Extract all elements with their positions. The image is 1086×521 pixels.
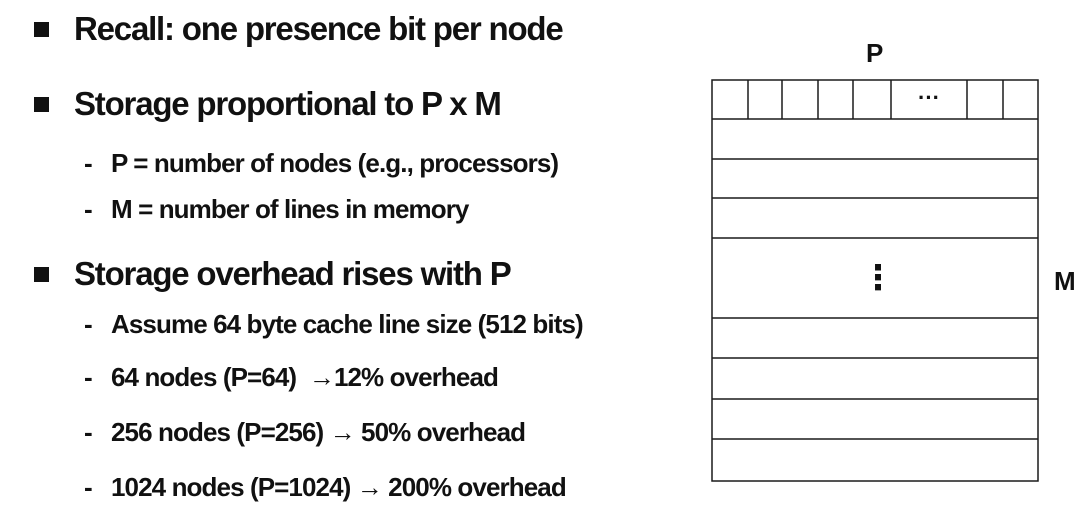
bullet-text: Storage proportional to P x M bbox=[74, 85, 502, 122]
sub-bullet-256-nodes: - 256 nodes (P=256) → 50% overhead bbox=[84, 417, 526, 448]
sub-bullet-text: Assume 64 byte cache line size (512 bits… bbox=[111, 309, 584, 339]
diagram-p-label: P bbox=[866, 38, 884, 68]
dash-marker: - bbox=[84, 194, 93, 224]
sub-bullet-p-definition: - P = number of nodes (e.g., processors) bbox=[84, 148, 559, 179]
sub-bullet-cache-line-size: - Assume 64 byte cache line size (512 bi… bbox=[84, 309, 584, 340]
sub-bullet-text: 256 nodes (P=256) → 50% overhead bbox=[111, 417, 526, 447]
dash-marker: - bbox=[84, 472, 93, 502]
bullet-storage-overhead: Storage overhead rises with P bbox=[34, 255, 512, 293]
sub-bullet-text: 64 nodes (P=64) →12% overhead bbox=[111, 362, 499, 392]
bullet-text: Recall: one presence bit per node bbox=[74, 10, 564, 47]
sub-bullet-1024-nodes: - 1024 nodes (P=1024) → 200% overhead bbox=[84, 472, 567, 503]
sub-bullet-text: M = number of lines in memory bbox=[111, 194, 469, 224]
bullet-square-icon bbox=[34, 96, 49, 112]
sub-bullet-m-definition: - M = number of lines in memory bbox=[84, 194, 469, 225]
sub-bullet-text: P = number of nodes (e.g., processors) bbox=[111, 148, 559, 178]
bullet-recall: Recall: one presence bit per node bbox=[34, 10, 564, 48]
bullet-square-icon bbox=[34, 21, 49, 37]
bullet-square-icon bbox=[34, 266, 49, 282]
sub-bullet-text: 1024 nodes (P=1024) → 200% overhead bbox=[111, 472, 567, 502]
bullet-storage-proportional: Storage proportional to P x M bbox=[34, 85, 502, 123]
sub-bullet-64-nodes: - 64 nodes (P=64) →12% overhead bbox=[84, 362, 499, 393]
bit-ellipsis: ··· bbox=[918, 85, 940, 110]
row-ellipsis: ⋮ bbox=[861, 258, 895, 298]
dash-marker: - bbox=[84, 148, 93, 178]
bullet-text: Storage overhead rises with P bbox=[74, 255, 512, 292]
diagram-m-label: M bbox=[1054, 266, 1076, 296]
dash-marker: - bbox=[84, 309, 93, 339]
dash-marker: - bbox=[84, 362, 93, 392]
dash-marker: - bbox=[84, 417, 93, 447]
directory-outer-box bbox=[711, 79, 1039, 482]
